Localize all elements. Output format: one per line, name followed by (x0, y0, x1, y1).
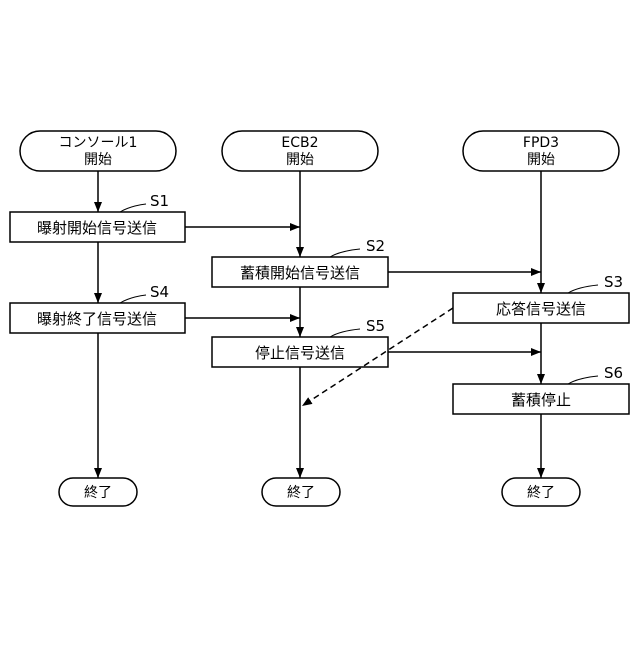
step-s6-tag: S6 (568, 364, 623, 384)
fpd-end-label: 終了 (527, 485, 555, 501)
ecb-end-label: 終了 (287, 485, 315, 501)
step-s1-tag: S1 (120, 192, 169, 212)
step-s2-box: 蓄積開始信号送信 (212, 257, 388, 287)
step-s5-id: S5 (366, 317, 385, 335)
step-s3-label: 応答信号送信 (496, 300, 586, 318)
console-start-line1: コンソール1 (59, 135, 138, 151)
step-s3-box: 応答信号送信 (453, 293, 629, 323)
step-s4-tag: S4 (120, 283, 169, 303)
step-s3-tag: S3 (568, 273, 623, 293)
step-s5-label: 停止信号送信 (255, 344, 345, 362)
step-s2-label: 蓄積開始信号送信 (240, 264, 360, 282)
step-s1-label: 曝射開始信号送信 (37, 219, 157, 237)
step-s6-id: S6 (604, 364, 623, 382)
step-s2-id: S2 (366, 237, 385, 255)
step-s5-box: 停止信号送信 (212, 337, 388, 367)
step-s2-tag: S2 (330, 237, 385, 257)
step-s1-box: 曝射開始信号送信 (10, 212, 185, 242)
fpd-end-terminal: 終了 (502, 478, 580, 506)
ecb-start-line1: ECB2 (281, 135, 318, 151)
console-start-line2: 開始 (84, 152, 112, 168)
console-start-terminal: コンソール1 開始 (20, 131, 176, 171)
fpd-start-line1: FPD3 (523, 135, 559, 151)
console-end-label: 終了 (84, 485, 112, 501)
step-s4-id: S4 (150, 283, 169, 301)
step-s6-box: 蓄積停止 (453, 384, 629, 414)
step-s3-id: S3 (604, 273, 623, 291)
fpd-start-line2: 開始 (527, 152, 555, 168)
step-s1-id: S1 (150, 192, 169, 210)
ecb-start-terminal: ECB2 開始 (222, 131, 378, 171)
ecb-start-line2: 開始 (286, 152, 314, 168)
console-end-terminal: 終了 (59, 478, 137, 506)
ecb-end-terminal: 終了 (262, 478, 340, 506)
step-s5-tag: S5 (330, 317, 385, 337)
fpd-start-terminal: FPD3 開始 (463, 131, 619, 171)
step-s6-label: 蓄積停止 (511, 391, 571, 409)
step-s4-label: 曝射終了信号送信 (37, 310, 157, 328)
step-s4-box: 曝射終了信号送信 (10, 303, 185, 333)
